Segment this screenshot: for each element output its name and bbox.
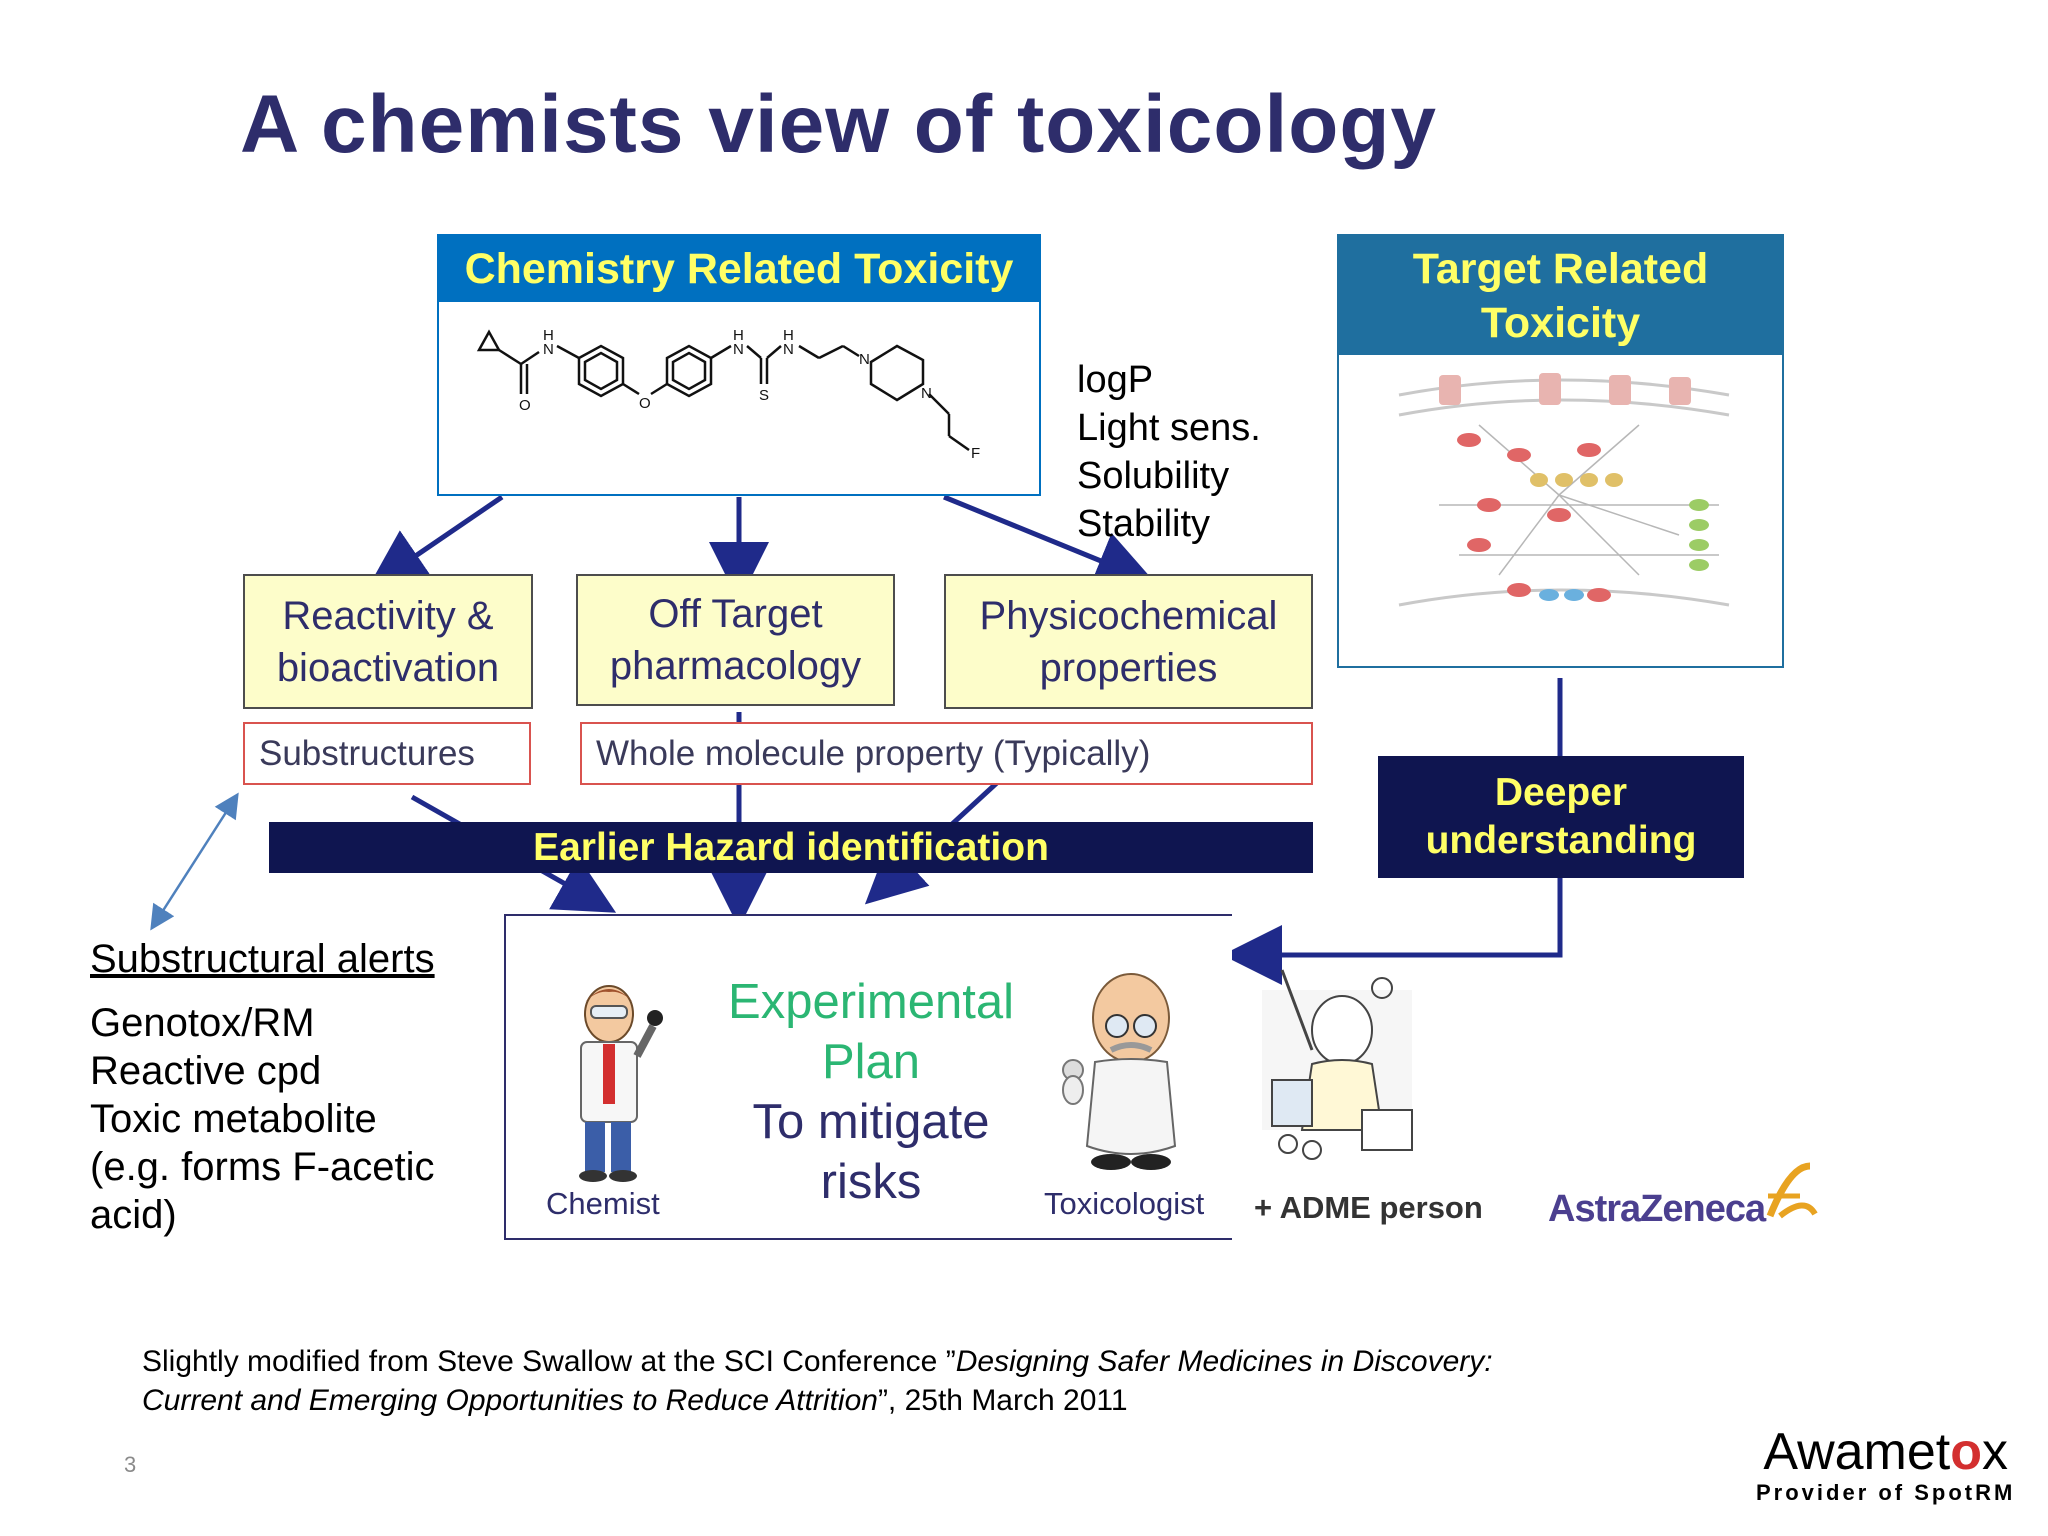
- arrow-to-physchem: [943, 494, 1156, 589]
- astrazeneca-wordmark: AstraZeneca: [1548, 1188, 1766, 1230]
- citation-title-part1: Designing Safer Medicines in Discovery:: [955, 1345, 1493, 1378]
- offtarget-line1: Off Target: [648, 592, 823, 636]
- atom-label: H: [733, 327, 744, 344]
- alerts-heading: Substructural alerts: [90, 937, 435, 981]
- citation-title-part2: Current and Emerging Opportunities to Re…: [142, 1384, 878, 1417]
- physchem-line1: Physicochemical: [979, 593, 1278, 638]
- adme-scientist-illustration: [1262, 969, 1413, 1160]
- atom-label: H: [543, 327, 554, 344]
- chemist-label: Chemist: [546, 1186, 660, 1221]
- experimental-plan-box: Chemist Experimental Plan To mitigate ri…: [504, 914, 1232, 1240]
- citation: Slightly modified from Steve Swallow at …: [142, 1342, 1493, 1420]
- toxicologist-label: Toxicologist: [1044, 1186, 1205, 1221]
- target-header-line2: Toxicity: [1480, 298, 1641, 347]
- awametox-tagline: Provider of SpotRM: [1756, 1480, 2016, 1505]
- substructures-box: Substructures: [243, 722, 531, 785]
- awametox-name-end: x: [1982, 1423, 2008, 1481]
- target-header-line1: Target Related: [1412, 244, 1709, 293]
- target-toxicity-box: Target Related Toxicity: [1337, 234, 1784, 668]
- arrow-to-reactivity: [367, 494, 504, 589]
- reactivity-line1: Reactivity &: [282, 593, 494, 638]
- substructural-alerts: Substructural alerts Genotox/RM Reactive…: [90, 935, 435, 1239]
- plan-line1: Experimental: [728, 975, 1014, 1029]
- atom-label: N: [543, 341, 554, 358]
- alert-item: Toxic metabolite: [90, 1097, 377, 1141]
- alert-item: acid): [90, 1193, 177, 1237]
- toxicologist-figure: [1062, 973, 1177, 1170]
- atom-label: N: [783, 341, 794, 358]
- target-toxicity-header: Target Related Toxicity: [1339, 236, 1782, 355]
- plan-line3: To mitigate: [752, 1095, 990, 1149]
- atom-label: S: [759, 387, 769, 404]
- molecule-structure: H N O O H N H N S N N F: [476, 327, 980, 462]
- atom-label: N: [921, 385, 932, 402]
- page-number: 3: [124, 1452, 137, 1477]
- deeper-line2: understanding: [1425, 819, 1697, 862]
- physchem-box: Physicochemical properties: [944, 574, 1313, 709]
- atom-label: O: [639, 395, 651, 412]
- alert-item: Genotox/RM: [90, 1001, 315, 1045]
- offtarget-line2: pharmacology: [609, 644, 862, 688]
- plan-line4: risks: [820, 1155, 922, 1209]
- citation-prefix: Slightly modified from Steve Swallow at …: [142, 1345, 956, 1378]
- reactivity-box: Reactivity & bioactivation: [243, 574, 533, 709]
- physchem-line2: properties: [1039, 645, 1218, 690]
- chemistry-toxicity-box: Chemistry Related Toxicity: [437, 234, 1041, 496]
- property-item: Solubility: [1077, 455, 1230, 497]
- double-arrow-alerts: [150, 792, 239, 931]
- astrazeneca-logo: AstraZeneca: [1548, 1162, 1818, 1231]
- hazard-identification-bar: Earlier Hazard identification: [269, 822, 1313, 873]
- atom-label: H: [783, 327, 794, 344]
- property-item: logP: [1077, 359, 1154, 401]
- pathway-diagram: [1398, 373, 1730, 607]
- atom-label: O: [519, 397, 531, 414]
- alert-item: (e.g. forms F-acetic: [90, 1145, 435, 1189]
- property-list: logP Light sens. Solubility Stability: [1077, 356, 1261, 548]
- slide-title: A chemists view of toxicology: [240, 79, 1438, 170]
- plan-text: Experimental Plan To mitigate risks: [706, 972, 1036, 1212]
- atom-label: F: [971, 445, 980, 462]
- awametox-logo: Awametox Provider of SpotRM: [1756, 1424, 2015, 1506]
- chemist-figure: [579, 985, 663, 1182]
- property-item: Stability: [1077, 503, 1211, 545]
- atom-label: N: [733, 341, 744, 358]
- offtarget-box: Off Target pharmacology: [576, 574, 895, 706]
- atom-label: N: [859, 351, 870, 368]
- reactivity-line2: bioactivation: [276, 645, 500, 690]
- alert-item: Reactive cpd: [90, 1049, 322, 1093]
- property-item: Light sens.: [1077, 407, 1261, 449]
- deeper-understanding-box: Deeper understanding: [1378, 756, 1744, 878]
- astrazeneca-symbol-icon: [1766, 1162, 1818, 1219]
- awametox-hexagon-o: o: [1950, 1423, 1982, 1481]
- whole-molecule-box: Whole molecule property (Typically): [580, 722, 1313, 785]
- plan-line2: Plan: [821, 1035, 921, 1089]
- citation-date: ”, 25th March 2011: [877, 1384, 1128, 1417]
- awametox-name-start: Awamet: [1763, 1423, 1951, 1481]
- chemistry-toxicity-header: Chemistry Related Toxicity: [439, 236, 1039, 302]
- adme-label: + ADME person: [1254, 1190, 1483, 1225]
- deeper-line1: Deeper: [1494, 771, 1628, 814]
